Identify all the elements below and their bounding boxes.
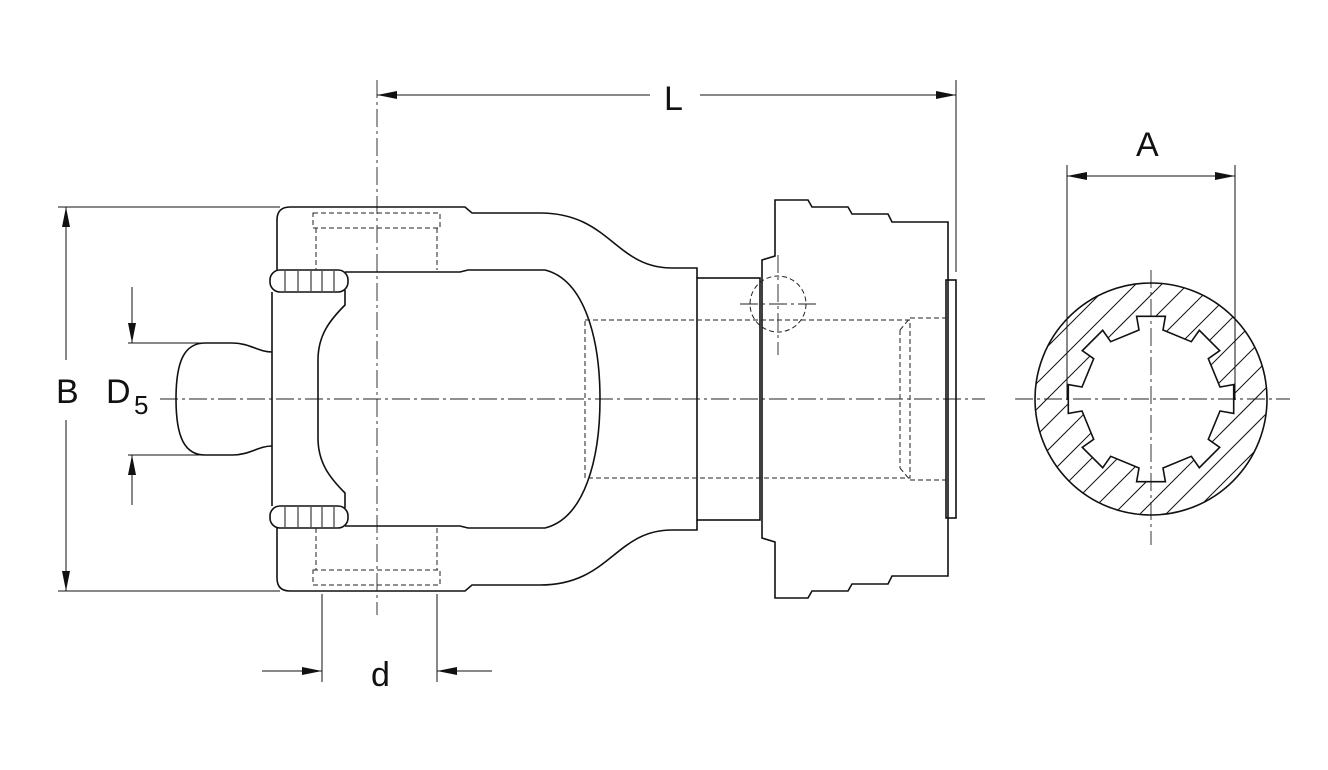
hatch-line	[1130, 283, 1267, 515]
dim-D5-subscript: 5	[134, 390, 148, 420]
dim-L-label: L	[664, 80, 683, 118]
hatch-line	[1035, 283, 1146, 515]
center-lines	[160, 80, 1290, 615]
hatch-line	[1035, 283, 1198, 515]
dim-B-label: B	[56, 373, 79, 411]
dimensions: L B D 5 d A	[56, 80, 1236, 694]
hatch-line	[1156, 283, 1267, 515]
hatch-line	[1035, 283, 1172, 515]
dim-D5-label: D	[106, 373, 131, 411]
dim-d-label: d	[371, 656, 390, 694]
yoke-body	[175, 206, 698, 592]
hatch-line	[1104, 283, 1267, 515]
hub	[584, 199, 957, 599]
dim-A-label: A	[1136, 126, 1159, 164]
